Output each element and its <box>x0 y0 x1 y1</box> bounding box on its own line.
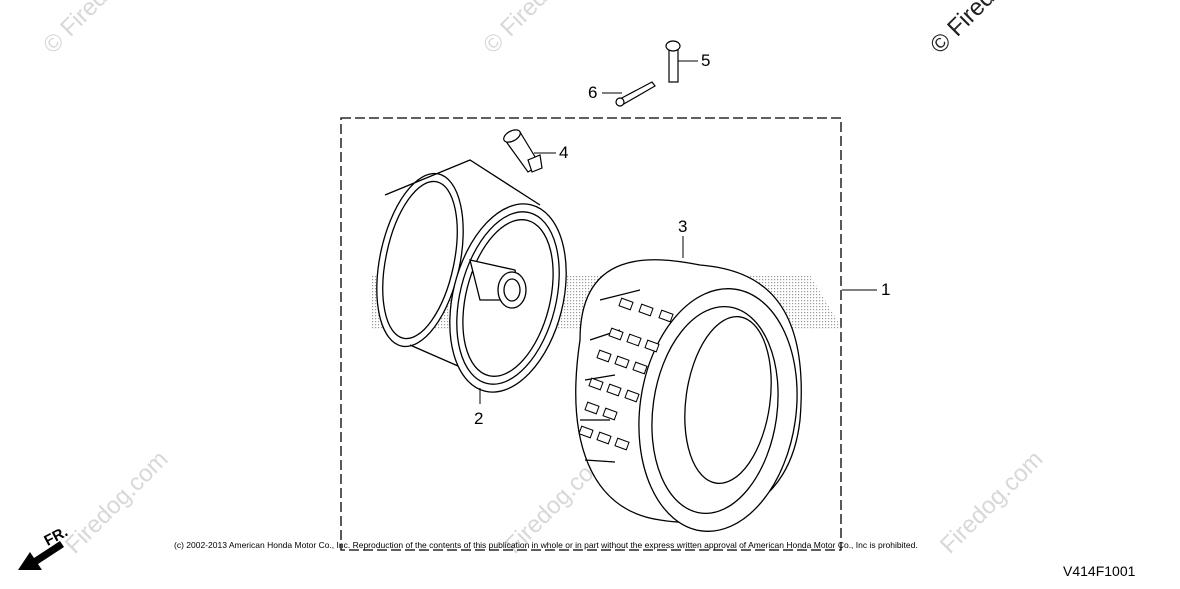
cotter-pin <box>615 81 656 107</box>
wheel-rim <box>376 159 567 393</box>
pin <box>665 40 681 83</box>
tire <box>575 259 802 532</box>
callout-2: 2 <box>474 409 484 428</box>
callout-1: 1 <box>881 280 891 299</box>
leader-lines <box>479 60 877 404</box>
callout-6: 6 <box>588 83 598 102</box>
assembly-boundary <box>340 117 842 551</box>
callout-5: 5 <box>701 51 711 70</box>
callout-3: 3 <box>678 217 688 236</box>
callout-4: 4 <box>559 143 569 162</box>
figure-code: V414F1001 <box>1063 563 1136 579</box>
front-arrow-icon <box>18 541 64 570</box>
valve-stem <box>503 129 543 173</box>
copyright-notice: (c) 2002-2013 American Honda Motor Co., … <box>174 540 918 550</box>
tire-tread-blocks <box>578 297 674 451</box>
